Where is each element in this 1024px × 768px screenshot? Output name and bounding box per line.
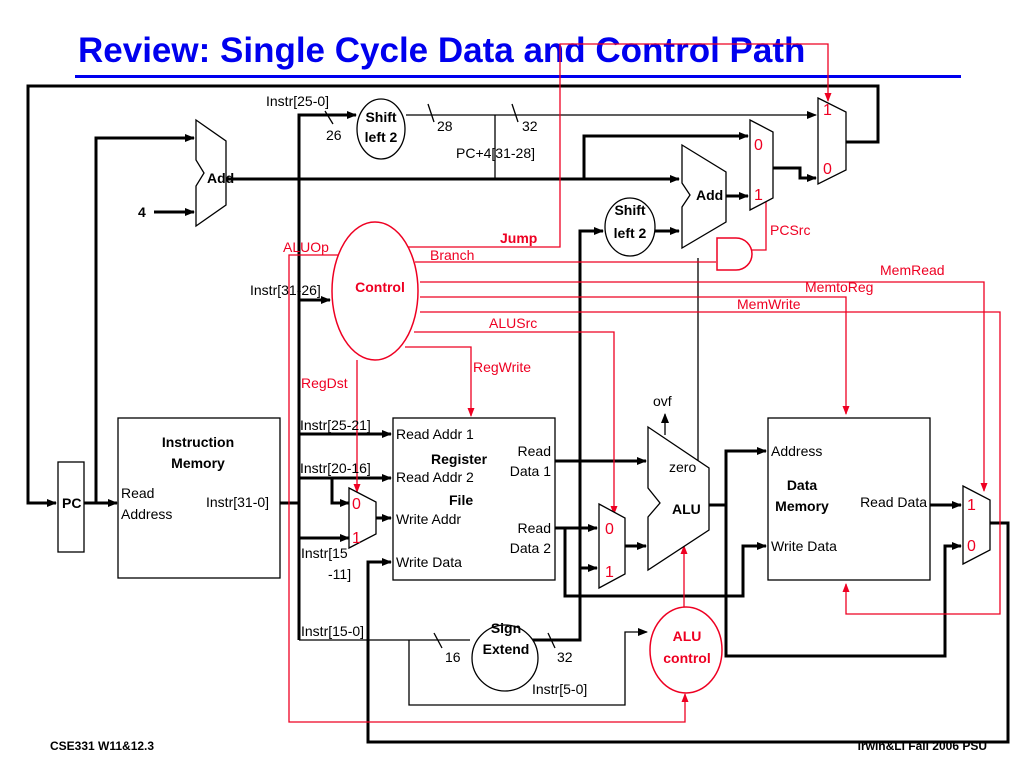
shift-left-branch [604,197,656,257]
rf-label-2: File [449,492,473,508]
alu-zero-label: zero [669,459,696,475]
sign-extend [471,624,539,692]
alu-label: ALU [672,501,701,517]
dm-read-data: Read Data [860,494,927,510]
pcsrc-mux-in1: 1 [754,187,763,204]
instr-mem-line1: Instruction [162,434,234,450]
regdst-mux [348,486,377,550]
alusrc-mux-in0: 0 [605,521,614,538]
alu-control-line2: control [663,650,710,666]
rf-write-data: Write Data [396,554,462,570]
shift-left-jump [356,98,406,160]
control-wires [288,43,1001,723]
signal-branch: Branch [430,247,474,263]
dm-label-1: Data [787,477,818,493]
label-w16: 16 [445,649,461,665]
alusrc-mux [598,502,626,590]
dm-label-2: Memory [775,498,829,514]
signal-memread: MemRead [880,262,945,278]
dm-write-data: Write Data [771,538,837,554]
instruction-memory [117,417,281,579]
pcsrc-mux-in0: 0 [754,137,763,154]
shift-top-line1: Shift [365,109,396,125]
rf-read-addr-2: Read Addr 2 [396,469,474,485]
control-unit [331,221,419,361]
rf-write-addr: Write Addr [396,511,461,527]
jump-mux-in1: 1 [823,102,832,119]
ovf-label: ovf [653,393,672,409]
label-instr-31-26: Instr[31-26] [250,282,321,298]
alu [647,425,710,572]
label-w26: 26 [326,127,342,143]
pcsrc-mux [749,118,774,212]
signal-memwrite: MemWrite [737,296,801,312]
data-memory [767,417,931,581]
page-title: Review: Single Cycle Data and Control Pa… [78,31,805,70]
rf-read-data2-line1: Read [518,520,551,536]
memtoreg-mux-in0: 0 [967,538,976,555]
alu-control-line1: ALU [673,628,702,644]
signal-pcsrc: PCSrc [770,222,810,238]
regdst-mux-in1: 1 [352,530,361,547]
signal-regwrite: RegWrite [473,359,531,375]
rf-read-addr-1: Read Addr 1 [396,426,474,442]
footer-right: Irwin&Li Fall 2006 PSU [858,739,987,753]
pc-label: PC [62,495,81,511]
memtoreg-mux-in1: 1 [967,497,976,514]
label-instr-25-0: Instr[25-0] [266,93,329,109]
control-label: Control [355,279,405,295]
control-labels: ALUOp Branch Jump PCSrc MemRead MemtoReg… [283,222,945,391]
instr-out-label: Instr[31-0] [206,494,269,510]
signal-aluop: ALUOp [283,239,329,255]
branch-adder-label: Add [696,187,723,203]
signal-alusrc: ALUSrc [489,315,537,331]
shift-mid-line1: Shift [614,202,645,218]
bus-labels: Instr[25-0] 26 28 32 PC+4[31-28] Instr[3… [250,93,587,697]
constant-four: 4 [138,204,146,220]
jump-mux [817,96,847,186]
jump-mux-in0: 0 [823,161,832,178]
dm-address: Address [771,443,822,459]
label-instr-25-21: Instr[25-21] [300,417,371,433]
sign-extend-line2: Extend [483,641,530,657]
register-file [392,417,556,581]
instr-mem-port-line2: Address [121,506,172,522]
footer-left: CSE331 W11&12.3 [50,739,154,753]
rf-read-data2-line2: Data 2 [510,540,551,556]
pc-adder-label: Add [207,170,234,186]
title-underline [75,75,961,78]
signal-regdst: RegDst [301,375,348,391]
signal-memtoreg: MemtoReg [805,279,873,295]
label-pc4: PC+4[31-28] [456,145,535,161]
label-w32-top: 32 [522,118,538,134]
alusrc-mux-in1: 1 [605,564,614,581]
rf-read-data1-line2: Data 1 [510,463,551,479]
memtoreg-mux [962,484,991,566]
label-instr-15-0: Instr[15-0] [301,623,364,639]
instr-mem-line2: Memory [171,455,225,471]
pc-adder [195,118,227,228]
rf-label-1: Register [431,451,488,467]
label-w32-bottom: 32 [557,649,573,665]
sign-extend-line1: Sign [491,620,521,636]
instr-mem-port-line1: Read [121,485,154,501]
label-instr-5-0: Instr[5-0] [532,681,587,697]
signal-jump: Jump [500,230,537,246]
datapath-wires [26,84,1010,744]
shift-mid-line2: left 2 [614,225,647,241]
alu-control [649,606,723,694]
rf-read-data1-line1: Read [518,443,551,459]
branch-adder [681,143,727,250]
branch-and-gate [716,237,753,271]
label-instr-20-16: Instr[20-16] [300,460,371,476]
shift-top-line2: left 2 [365,129,398,145]
label-instr-15-11-b: -11] [328,566,351,582]
regdst-mux-in0: 0 [352,496,361,513]
label-w28: 28 [437,118,453,134]
pc-register [57,461,85,553]
label-instr-15-11-a: Instr[15 [301,545,348,561]
